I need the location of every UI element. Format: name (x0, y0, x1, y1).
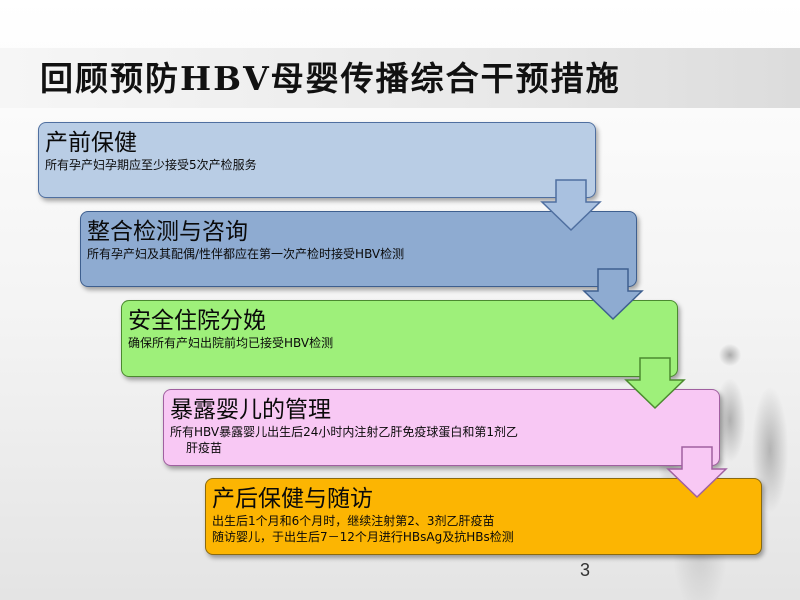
step-heading: 安全住院分娩 (128, 308, 266, 334)
step-description: 所有孕产妇及其配偶/性伴都应在第一次产检时接受HBV检测 (87, 247, 405, 261)
down-arrow-icon (666, 446, 728, 499)
step-heading: 产前保健 (45, 130, 137, 156)
down-arrow-icon (540, 179, 602, 232)
step-box-postnatal-followup: 产后保健与随访 出生后1个月和6个月时，继续注射第2、3剂乙肝疫苗 随访婴儿，于… (205, 478, 762, 555)
step-description: 所有孕产妇孕期应至少接受5次产检服务 (45, 158, 257, 172)
down-arrow-icon (582, 268, 644, 321)
step-box-integrated-testing: 整合检测与咨询 所有孕产妇及其配偶/性伴都应在第一次产检时接受HBV检测 (80, 211, 637, 287)
step-box-exposed-infant: 暴露婴儿的管理 所有HBV暴露婴儿出生后24小时内注射乙肝免疫球蛋白和第1剂乙 … (163, 389, 720, 466)
page-number: 3 (580, 560, 591, 580)
step-box-prenatal-care: 产前保健 所有孕产妇孕期应至少接受5次产检服务 (38, 122, 596, 198)
step-heading: 暴露婴儿的管理 (170, 397, 331, 423)
step-description: 出生后1个月和6个月时，继续注射第2、3剂乙肝疫苗 (212, 514, 495, 528)
step-description: 所有HBV暴露婴儿出生后24小时内注射乙肝免疫球蛋白和第1剂乙 (170, 425, 519, 439)
step-description: 确保所有产妇出院前均已接受HBV检测 (128, 336, 334, 350)
down-arrow-icon (624, 357, 686, 410)
slide-title: 回顾预防HBV母婴传播综合干预措施 (40, 59, 621, 98)
step-heading: 整合检测与咨询 (87, 219, 248, 245)
step-description: 随访婴儿，于出生后7－12个月进行HBsAg及抗HBs检测 (212, 530, 514, 544)
step-heading: 产后保健与随访 (212, 486, 373, 512)
step-description: 肝疫苗 (186, 441, 223, 455)
step-box-safe-delivery: 安全住院分娩 确保所有产妇出院前均已接受HBV检测 (121, 300, 678, 377)
title-band (0, 48, 800, 108)
